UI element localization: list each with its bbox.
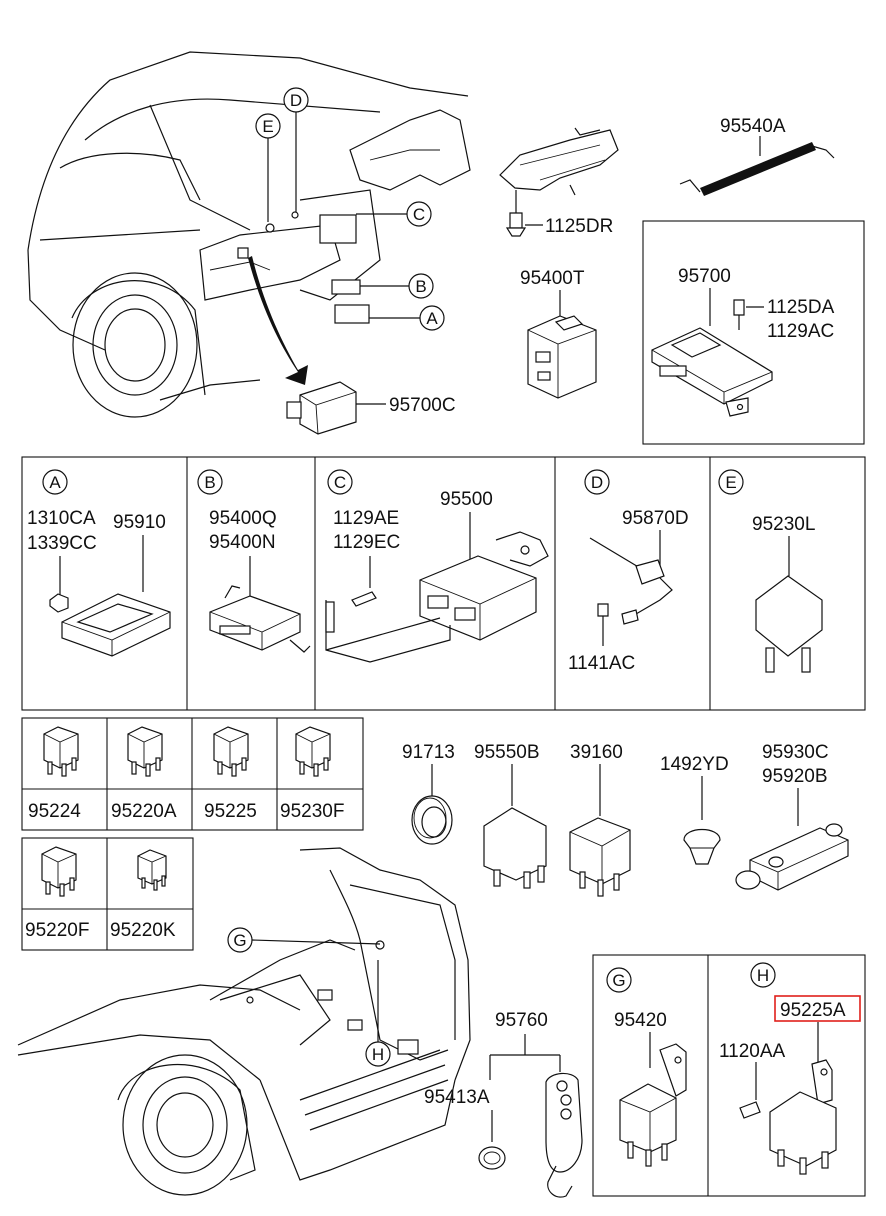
part-95760-keyfob: 95760 95413A [424, 1010, 583, 1198]
panel-E: E 95230L [718, 469, 823, 673]
relay-label-5: 95220K [110, 920, 176, 941]
label-top-p1125DA: 1125DA [767, 297, 835, 318]
relay-grid-lower [21, 837, 194, 951]
relay-icon-95220F [41, 846, 77, 897]
relay-label-0: 95224 [28, 801, 81, 822]
panel-95700: 95700 1125DA 1129AC [642, 220, 865, 445]
label-panelA-p1310CA: 1310CA [27, 508, 96, 529]
part-95540A: 95540A [679, 116, 835, 196]
label-callouts-E: E [262, 117, 273, 136]
part-bracket-1125DR: 1125DR [499, 127, 619, 237]
callout-G-bottom: G [227, 927, 381, 953]
relay-icon-95220A [127, 726, 163, 777]
label-panelB-p95400N: 95400N [209, 532, 276, 553]
callout-B-top: B [360, 273, 434, 299]
part-95930C-95920B: 95930C 95920B [735, 742, 849, 891]
callout-A-top: A [369, 305, 445, 331]
label-panelE-p95230L: 95230L [752, 514, 815, 535]
label-loose-p1492YD: 1492YD [660, 754, 729, 775]
label-callouts-D: D [290, 91, 302, 110]
callout-D-top: D [283, 87, 309, 212]
part-95400T: 95400T [520, 268, 597, 399]
label-panelG-p95420: 95420 [614, 1010, 667, 1031]
relay-icon-95230F [295, 726, 331, 777]
relay-icon-95220K [137, 849, 167, 891]
label-panelB-tag: B [204, 473, 215, 492]
label-panelC-p95500: 95500 [440, 489, 493, 510]
panel-C: C 1129AE 1129EC 95500 [325, 469, 549, 663]
label-panelD-p95870D: 95870D [622, 508, 689, 529]
relay-icon-95225 [213, 726, 249, 777]
part-95550B: 95550B [474, 742, 547, 889]
label-top-p95700: 95700 [678, 266, 731, 287]
label-panelD-tag: D [591, 473, 603, 492]
label-loose-p91713: 91713 [402, 742, 455, 763]
label-callouts-H: H [372, 1045, 384, 1064]
relay-label-3: 95230F [280, 801, 344, 822]
panel-B: B 95400Q 95400N [197, 469, 311, 653]
panel-D: D 95870D 1141AC [568, 469, 689, 674]
label-panelA-p95910: 95910 [113, 512, 166, 533]
relay-label-2: 95225 [204, 801, 257, 822]
relay-label-4: 95220F [25, 920, 89, 941]
panel-A: A 1310CA 1339CC 95910 [27, 469, 171, 657]
label-top-p1129AC: 1129AC [767, 321, 834, 342]
label-top-p95400T: 95400T [520, 268, 585, 289]
panel-H: H 95225A 1120AA [719, 962, 861, 1175]
panels-GH-frame [592, 954, 866, 1197]
callout-C-top: C [356, 201, 432, 227]
label-loose-p95413A: 95413A [424, 1087, 490, 1108]
label-top-p95700C: 95700C [389, 395, 456, 416]
relay-grid-upper [21, 717, 364, 831]
label-panelG-tag: G [612, 971, 625, 990]
label-panelC-tag: C [334, 473, 346, 492]
label-loose-p39160: 39160 [570, 742, 623, 763]
label-panelB-p95400Q: 95400Q [209, 508, 277, 529]
label-panelA-tag: A [49, 473, 61, 492]
label-panelA-p1339CC: 1339CC [27, 533, 97, 554]
label-panelE-tag: E [725, 473, 736, 492]
label-callouts-B: B [415, 277, 426, 296]
callout-H-bottom: H [365, 960, 391, 1067]
panels-row-frame [21, 456, 866, 711]
label-panelC-p1129AE: 1129AE [333, 508, 399, 529]
part-1492YD: 1492YD [660, 754, 729, 865]
part-39160: 39160 [569, 742, 631, 897]
label-callouts-G: G [233, 931, 246, 950]
label-callouts-C: C [413, 205, 425, 224]
label-top-p1125DR: 1125DR [545, 216, 613, 237]
relay-icon-95224 [43, 726, 79, 777]
vehicle-front-illustration [27, 51, 471, 418]
label-loose-p95920B: 95920B [762, 766, 828, 787]
callout-E-top: E [255, 113, 281, 222]
label-top-p95540A: 95540A [720, 116, 786, 137]
panel-G: G 95420 [606, 967, 687, 1167]
relay-label-1: 95220A [111, 801, 177, 822]
label-loose-p95760: 95760 [495, 1010, 548, 1031]
label-panelH-tag: H [757, 966, 769, 985]
label-loose-p95930C: 95930C [762, 742, 829, 763]
part-95700C: 95700C [286, 381, 456, 435]
label-panelD-p1141AC: 1141AC [568, 653, 635, 674]
label-panelH-p95225A: 95225A [780, 1000, 846, 1021]
highlight-95225A [774, 995, 861, 1022]
label-panelC-p1129EC: 1129EC [333, 532, 400, 553]
vehicle-rear-illustration [17, 847, 471, 1196]
part-91713: 91713 [402, 742, 455, 845]
label-panelH-p1120AA: 1120AA [719, 1041, 786, 1062]
label-callouts-A: A [426, 309, 438, 328]
label-loose-p95550B: 95550B [474, 742, 540, 763]
